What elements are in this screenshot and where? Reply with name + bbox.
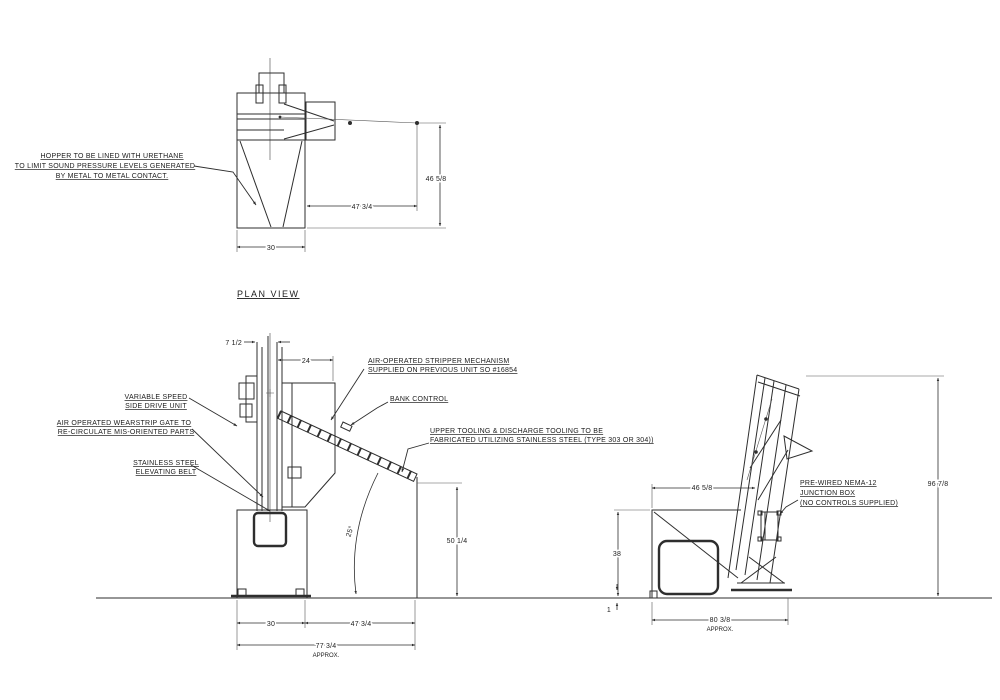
dim-front-approx: APPROX. bbox=[313, 653, 340, 659]
base-opening bbox=[252, 511, 288, 548]
drive-unit-upper bbox=[238, 382, 255, 400]
side-belt-line bbox=[746, 398, 773, 481]
side-lower-braces bbox=[737, 556, 785, 584]
plan-hopper bbox=[236, 139, 306, 229]
plan-body-lines bbox=[237, 113, 305, 131]
variable-speed-leader bbox=[188, 397, 238, 427]
variable-speed-note-line2: SIDE DRIVE UNIT bbox=[125, 403, 187, 410]
plan-view-label: PLAN VIEW bbox=[237, 289, 300, 299]
hopper-note-line3: BY METAL TO METAL CONTACT. bbox=[56, 173, 169, 180]
plan-funnel-lines bbox=[283, 103, 335, 140]
dim-front-discharge-height: 50 1/4 bbox=[447, 538, 468, 545]
bank-control-device bbox=[340, 421, 353, 432]
junction-box bbox=[760, 511, 779, 541]
hopper-body bbox=[281, 382, 336, 508]
junction-note-line3: (NO CONTROLS SUPPLIED) bbox=[800, 500, 898, 507]
belt-bolt-1 bbox=[764, 417, 768, 421]
elevating-belt-leader bbox=[190, 464, 271, 512]
dim-plan-discharge: 47 3/4 bbox=[352, 204, 373, 211]
wearstrip-note-line1: AIR OPERATED WEARSTRIP GATE TO bbox=[57, 420, 192, 427]
dim-point-2 bbox=[415, 121, 419, 125]
upper-tooling-note-line1: UPPER TOOLING & DISCHARGE TOOLING TO BE bbox=[430, 428, 603, 435]
variable-speed-note-line1: VARIABLE SPEED bbox=[125, 394, 188, 401]
plan-discharge-chute bbox=[305, 101, 336, 141]
angle-arc bbox=[353, 472, 379, 595]
side-base-cabinet bbox=[651, 509, 741, 598]
dim-plan-width: 30 bbox=[267, 245, 275, 252]
belt-bolt-2 bbox=[754, 450, 758, 454]
junction-note-line2: JUNCTION BOX bbox=[800, 490, 855, 497]
side-elevator-rails bbox=[735, 377, 787, 581]
side-elevator-frame bbox=[727, 374, 801, 584]
drive-unit-lower bbox=[239, 403, 253, 418]
hopper-access-plate bbox=[287, 466, 302, 479]
upper-tooling-note-line2: FABRICATED UTILIZING STAINLESS STEEL (TY… bbox=[430, 437, 654, 444]
bank-control-leader bbox=[350, 401, 389, 426]
stripper-note-line1: AIR-OPERATED STRIPPER MECHANISM bbox=[368, 358, 509, 365]
hopper-note-line2: TO LIMIT SOUND PRESSURE LEVELS GENERATED bbox=[15, 163, 195, 170]
plan-view: 46 5/8 47 3/4 30 HOPPER TO BE LINED WITH… bbox=[15, 58, 448, 299]
dim-front-belt-width: 24 bbox=[302, 358, 310, 365]
base-cabinet bbox=[236, 509, 308, 599]
dim-side-hopper-height: 38 bbox=[613, 551, 621, 558]
stripper-leader bbox=[330, 368, 365, 421]
junction-clip-2 bbox=[757, 536, 763, 542]
dim-side-approx: APPROX. bbox=[707, 627, 734, 633]
wearstrip-note-line2: RE-CIRCULATE MIS-ORIENTED PARTS bbox=[58, 429, 195, 436]
dim-front-base-width: 30 bbox=[267, 621, 275, 628]
ext-line bbox=[236, 230, 306, 252]
side-base-opening bbox=[657, 539, 720, 596]
dim-front-overall-width: 77 3/4 bbox=[316, 643, 337, 650]
dim-front-offset: 7 1/2 bbox=[225, 340, 242, 347]
side-braces bbox=[749, 419, 789, 501]
plan-tab-left bbox=[255, 84, 264, 104]
front-elevation: 7 1/2 24 25° 50 1/4 30 47 3/4 77 3/4 APP… bbox=[57, 333, 654, 661]
side-hopper-floor bbox=[653, 511, 739, 579]
plan-body bbox=[236, 92, 306, 141]
dim-side-overall-depth: 80 3/8 bbox=[710, 617, 731, 624]
elevating-belt-note-line1: STAINLESS STEEL bbox=[133, 460, 199, 467]
hopper-note-line1: HOPPER TO BE LINED WITH URETHANE bbox=[40, 153, 183, 160]
elevating-belt-note-line2: ELEVATING BELT bbox=[136, 469, 197, 476]
center-mark bbox=[266, 389, 274, 397]
side-discharge-chute bbox=[783, 435, 814, 460]
dim-side-hopper-depth: 46 5/8 bbox=[692, 485, 713, 492]
junction-leader bbox=[779, 499, 799, 515]
plan-hopper-taper bbox=[239, 140, 303, 228]
upper-tooling-leader bbox=[401, 442, 430, 473]
side-foot bbox=[649, 590, 658, 599]
side-elevation: 46 5/8 38 1 80 3/8 APPROX. 96 7/8 PRE-WI… bbox=[605, 374, 950, 635]
plan-tab-right bbox=[278, 84, 287, 104]
junction-clip-4 bbox=[776, 536, 782, 542]
dim-point-1 bbox=[348, 121, 352, 125]
hopper-note-leader bbox=[193, 165, 257, 206]
junction-clip-1 bbox=[757, 510, 763, 516]
discharge-tooling-belt bbox=[276, 410, 418, 482]
junction-note-line1: PRE-WIRED NEMA-12 bbox=[800, 480, 877, 487]
dim-side-overall-height: 96 7/8 bbox=[928, 481, 949, 488]
dim-front-discharge-reach: 47 3/4 bbox=[351, 621, 372, 628]
bank-control-note: BANK CONTROL bbox=[390, 396, 448, 403]
elevator-tower bbox=[256, 336, 283, 511]
stripper-note-line2: SUPPLIED ON PREVIOUS UNIT SO #16854 bbox=[368, 367, 517, 374]
wearstrip-leader bbox=[191, 428, 264, 498]
dim-plan-depth: 46 5/8 bbox=[426, 176, 447, 183]
belt-cleats bbox=[276, 410, 412, 479]
dim-front-angle: 25° bbox=[345, 525, 356, 538]
reference-point bbox=[278, 115, 282, 119]
dim-side-plate: 1 bbox=[607, 607, 611, 614]
